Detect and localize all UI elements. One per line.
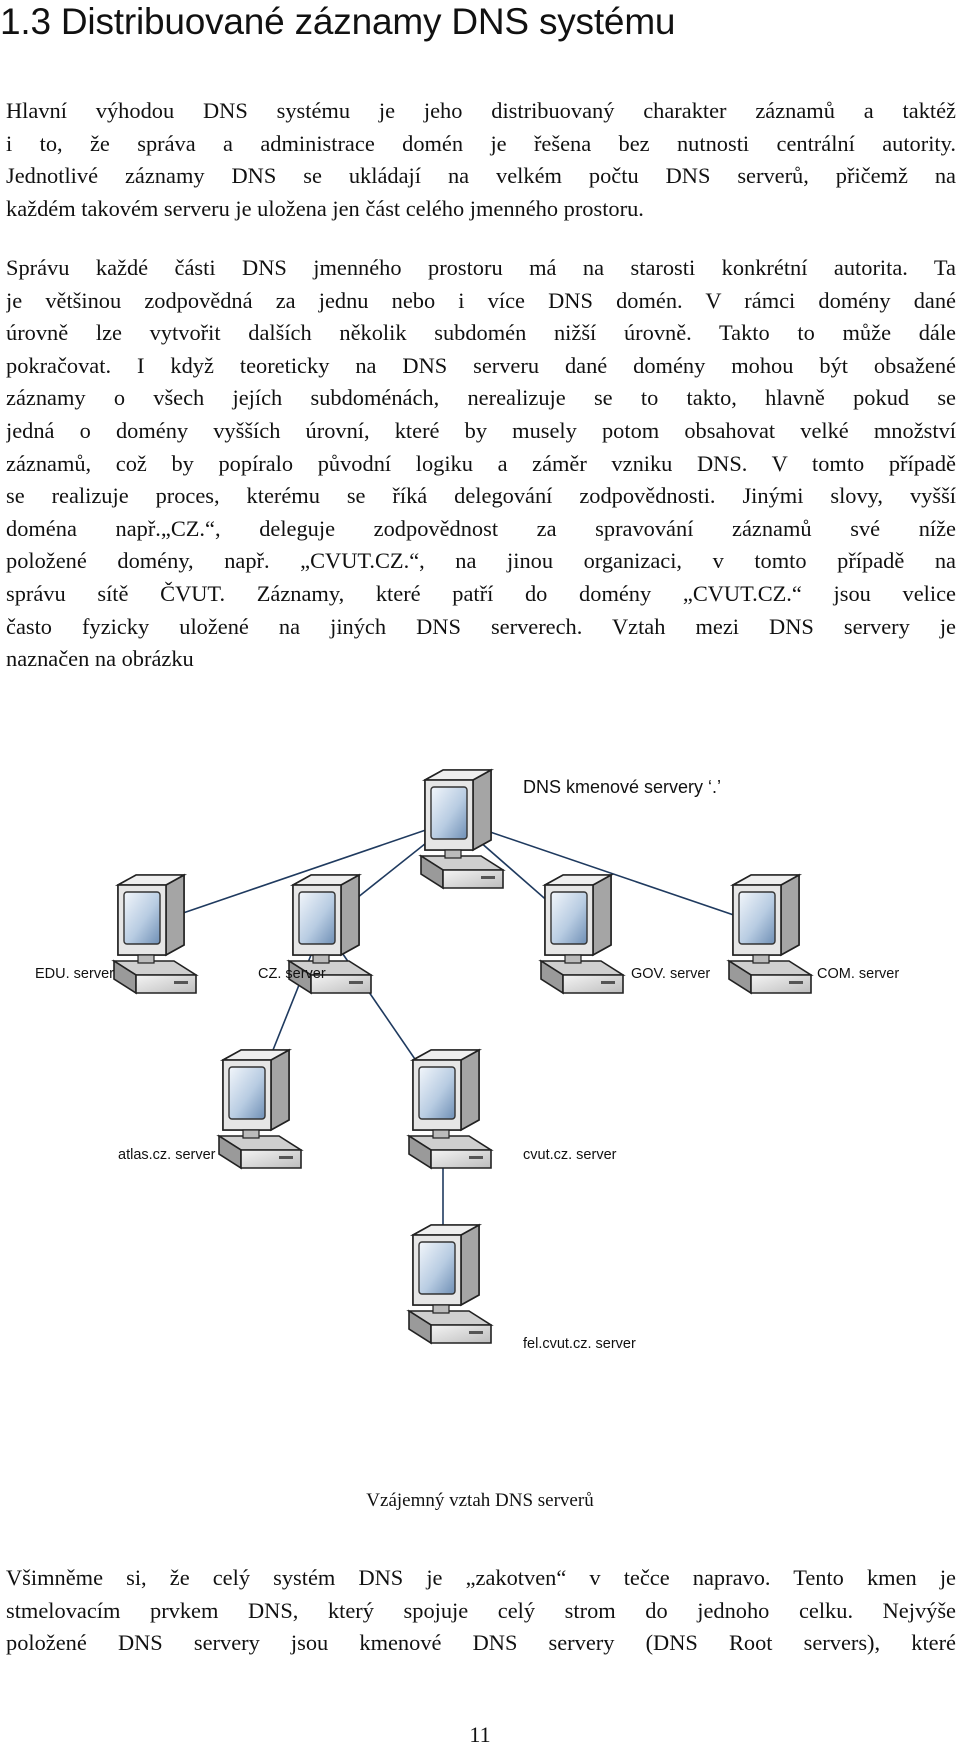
node-edu: EDU. server [35,874,197,994]
paragraph-line: záznamů, což by popíralo původní logiku … [6,450,956,476]
paragraph-line: každém takovém serveru je uložena jen čá… [6,195,644,221]
page-number: 11 [469,1722,491,1747]
paragraph-line: záznamy o všech jejích subdoménách, nere… [6,385,956,411]
node-com: COM. server [728,874,899,994]
paragraph-line: Všimněme si, že celý systém DNS je „zako… [6,1565,956,1590]
paragraph-line: je většinou zodpovědná za jednu nebo i v… [6,287,956,313]
cz-server-label: CZ. server [258,966,326,982]
paragraph-line: i to, že správa a administrace domén je … [6,130,956,156]
paragraph-line: naznačen na obrázku [6,646,194,672]
paragraph-1: Hlavní výhodou DNS systému je jeho distr… [6,95,956,225]
node-fel: fel.cvut.cz. server [408,1224,636,1352]
computer-icon [218,1049,302,1169]
node-gov: GOV. server [540,874,710,994]
computer-icon [113,874,197,994]
paragraph-line: pokračovat. I když teoreticky na DNS ser… [6,352,956,378]
paragraph-line: položené DNS servery jsou kmenové DNS se… [6,1630,956,1656]
paragraph-line: stmelovacím prvkem DNS, který spojuje ce… [6,1597,956,1623]
paragraph-line: doména např.„CZ.“, deleguje zodpovědnost… [6,515,956,541]
paragraph-line: jedná o domény vyšších úrovní, které by … [6,417,956,443]
paragraph-line: úrovně lze vytvořit dalších několik subd… [6,320,956,346]
edge-root-com [454,819,764,926]
node-cvut: cvut.cz. server [408,1049,617,1169]
node-cz: CZ. server [258,874,372,994]
paragraph-line: položené domény, např. „CVUT.CZ.“, na ji… [6,548,956,574]
node-root: DNS kmenové servery ‘.’ [420,769,721,889]
section-heading: 1.3 Distribuované záznamy DNS systému [0,1,676,42]
paragraph-2: Správu každé části DNS jmenného prostoru… [6,252,956,676]
paragraph-line: se realizuje proces, kterému se říká del… [6,483,956,509]
computer-icon [420,769,504,889]
paragraph-line: často fyzicky uložené na jiných DNS serv… [6,613,956,639]
computer-icon [540,874,624,994]
paragraph-line: Jednotlivé záznamy DNS se ukládají na ve… [6,163,956,189]
gov-server-label: GOV. server [631,966,710,982]
edu-server-label: EDU. server [35,966,114,982]
fel-server-label: fel.cvut.cz. server [523,1336,636,1352]
node-atlas: atlas.cz. server [118,1049,302,1169]
figure-caption: Vzájemný vztah DNS serverů [366,1490,594,1511]
computer-icon [408,1049,492,1169]
edge-root-edu [147,819,456,926]
root-server-label: DNS kmenové servery ‘.’ [523,777,721,797]
paragraph-line: Správu každé části DNS jmenného prostoru… [6,255,956,280]
paragraph-line: správu sítě ČVUT. Záznamy, které patří d… [6,580,956,606]
dns-hierarchy-diagram: DNS kmenové servery ‘.’ EDU. server CZ. … [35,769,899,1352]
atlas-server-label: atlas.cz. server [118,1147,216,1163]
paragraph-line: Hlavní výhodou DNS systému je jeho distr… [6,98,956,123]
cvut-server-label: cvut.cz. server [523,1147,617,1163]
com-server-label: COM. server [817,966,899,982]
paragraph-3: Všimněme si, že celý systém DNS je „zako… [6,1562,956,1660]
computer-icon [408,1224,492,1344]
computer-icon [728,874,812,994]
